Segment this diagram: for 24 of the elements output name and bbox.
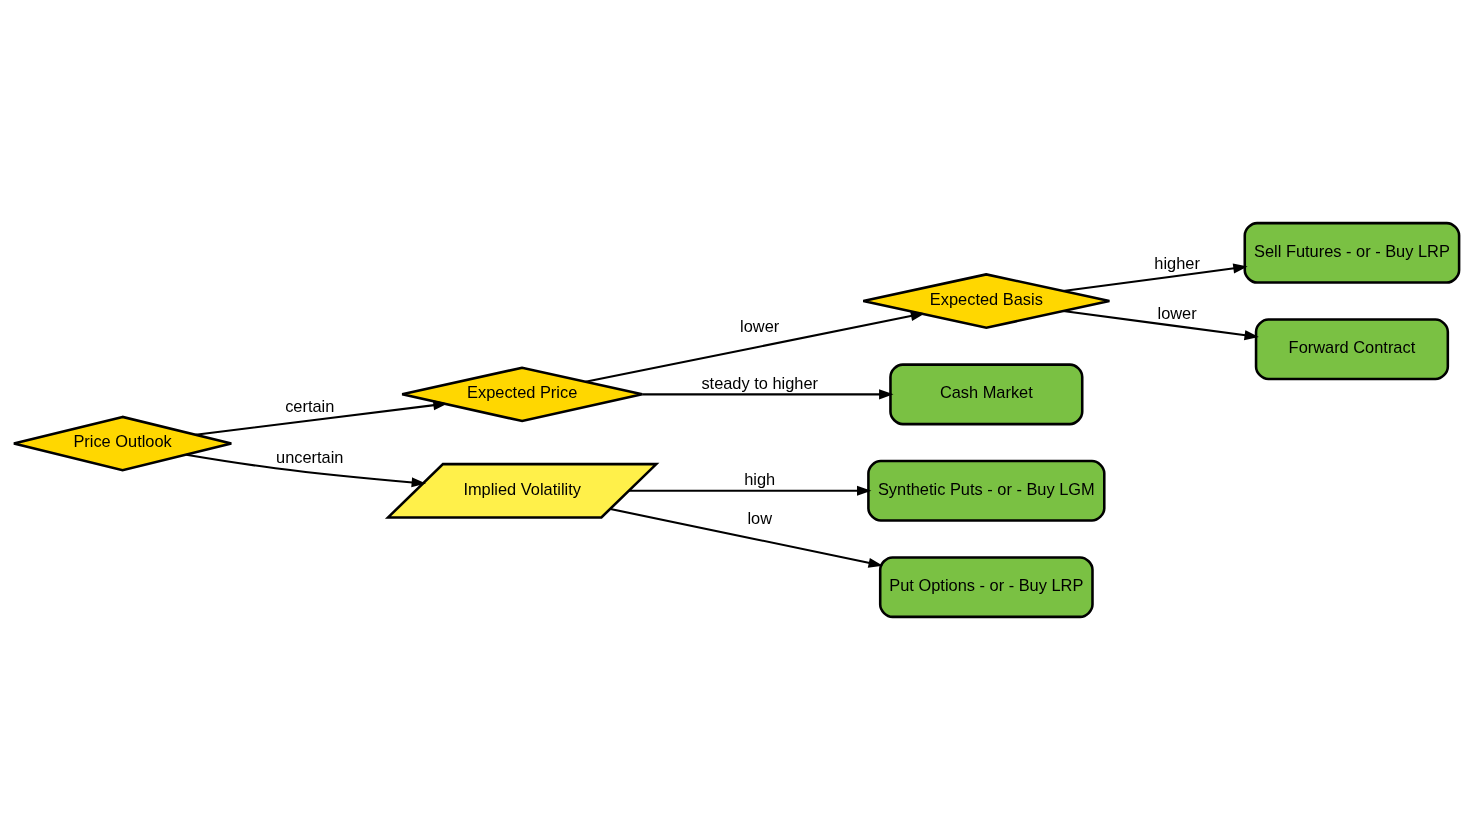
edge-label: uncertain — [276, 447, 344, 466]
arrow — [1063, 263, 1248, 292]
arrow — [585, 311, 926, 383]
edge-label: steady to higher — [701, 374, 819, 393]
arrow — [642, 389, 894, 400]
node-diamond: Expected Price — [400, 366, 644, 423]
node-diamond: Price Outlook — [12, 415, 233, 472]
arrow — [1063, 310, 1259, 341]
edge-label: lower — [740, 316, 780, 335]
node-diamond: Expected Basis — [862, 273, 1111, 329]
arrow — [195, 400, 448, 436]
edge-label: low — [747, 509, 773, 528]
edge-label: higher — [1154, 254, 1200, 273]
node-box: Put Options - or - Buy LRP — [878, 556, 1094, 619]
arrow — [610, 507, 883, 568]
arrow — [628, 485, 872, 496]
edge-label: certain — [285, 396, 335, 415]
node-box: Sell Futures - or - Buy LRP — [1243, 221, 1461, 284]
edge-label: high — [744, 470, 776, 489]
node-box: Cash Market — [889, 363, 1084, 426]
arrow — [186, 453, 426, 488]
edge-label: lower — [1157, 304, 1197, 323]
node-box: Forward Contract — [1254, 318, 1450, 381]
node-box: Synthetic Puts - or - Buy LGM — [867, 459, 1106, 522]
